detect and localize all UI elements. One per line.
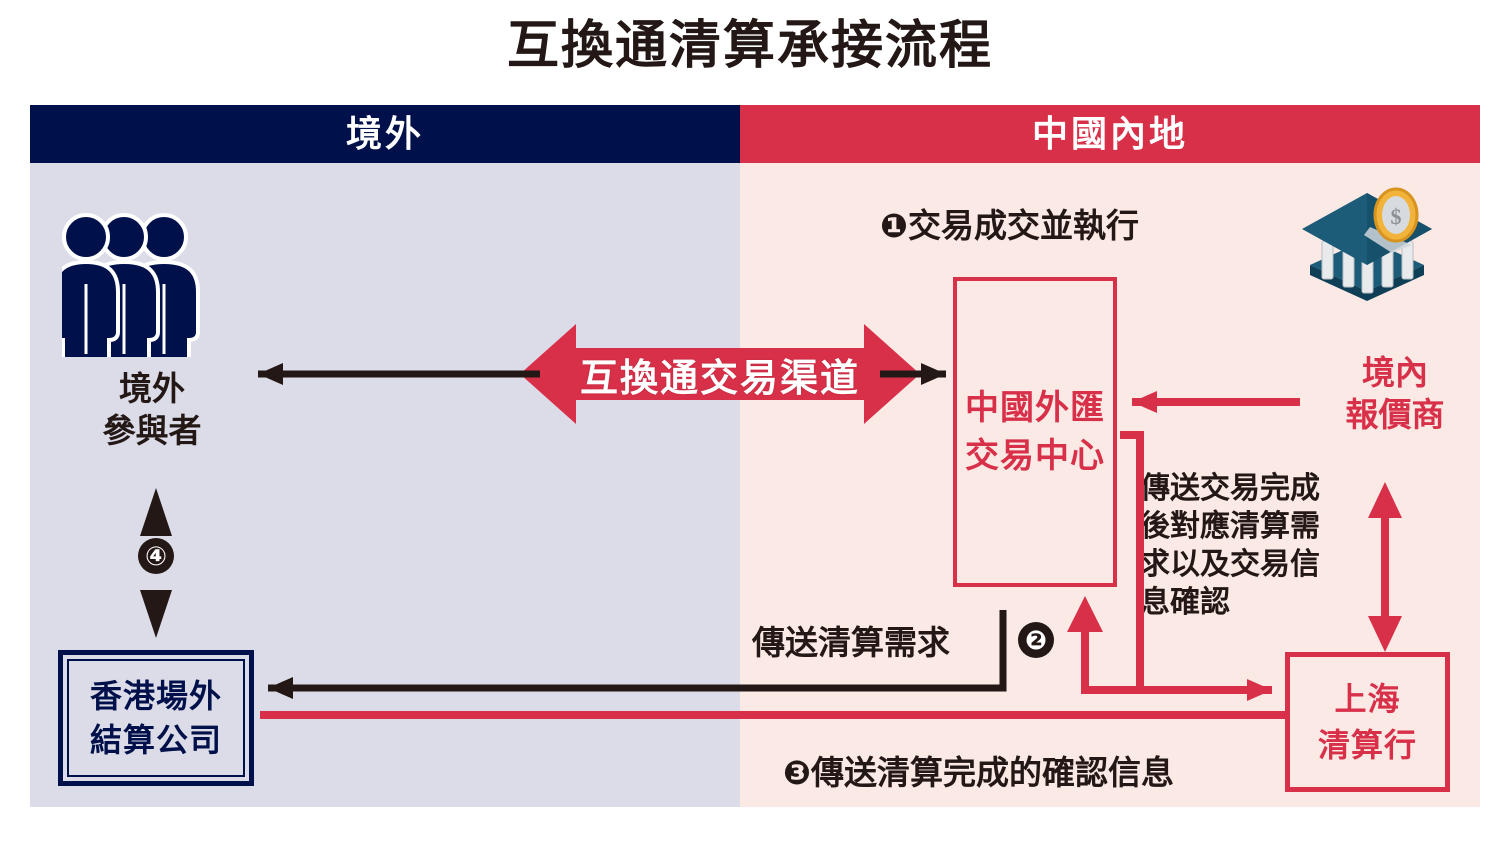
bank-icon: $: [1292, 183, 1442, 323]
offshore-participants-label-line1: 境外: [119, 370, 185, 407]
offshore-participants-label-line2: 參與者: [102, 412, 202, 449]
cfets-label: 中國外匯 交易中心: [965, 384, 1105, 480]
trade-confirm-line-2: 後對應清算需: [1140, 510, 1320, 543]
shanghai-clearing-label-line2: 清算行: [1317, 727, 1417, 763]
swap-connect-channel-label: 互換通交易渠道: [579, 357, 860, 400]
hk-clearing-box[interactable]: 香港場外 結算公司: [58, 650, 254, 786]
cfets-box[interactable]: 中國外匯 交易中心: [953, 277, 1117, 587]
step1-text: ❶交易成交並執行: [880, 205, 1210, 247]
hk-clearing-label-line1: 香港場外: [89, 678, 222, 714]
cfets-label-line1: 中國外匯: [965, 389, 1105, 427]
mainland-panel-header: 中國內地: [740, 105, 1480, 163]
onshore-dealer-label-line1: 境內: [1362, 354, 1428, 391]
step3-marker: ❸: [783, 754, 811, 791]
hk-clearing-label: 香港場外 結算公司: [90, 674, 222, 762]
step1-marker: ❶: [880, 207, 908, 244]
step2-badge: ❷: [1018, 622, 1054, 658]
trade-confirm-line-1: 傳送交易完成: [1140, 472, 1320, 505]
step2-label: 傳送清算需求: [752, 624, 950, 661]
trade-confirm-line-4: 息確認: [1140, 586, 1230, 619]
step1-label: 交易成交並執行: [907, 207, 1139, 244]
onshore-dealer-label: 境內 報價商: [1310, 352, 1480, 436]
three-people-icon: [62, 212, 242, 357]
page-title: 互換通清算承接流程: [506, 17, 993, 75]
cfets-label-line2: 交易中心: [965, 437, 1105, 475]
shanghai-clearing-label: 上海 清算行: [1318, 676, 1417, 768]
step3-label: 傳送清算完成的確認信息: [810, 754, 1174, 791]
svg-text:$: $: [1391, 204, 1402, 229]
swap-connect-channel-arrow: [520, 318, 920, 430]
step4-badge: ④: [138, 538, 174, 574]
step4-double-arrow: [138, 488, 174, 638]
onshore-dealer-label-line2: 報價商: [1345, 396, 1445, 433]
shanghai-clearing-box[interactable]: 上海 清算行: [1285, 652, 1450, 792]
trade-confirm-line-3: 求以及交易信: [1140, 548, 1320, 581]
step3-text: ❸傳送清算完成的確認信息: [783, 752, 1303, 794]
trade-confirm-annotation: 傳送交易完成 後對應清算需 求以及交易信 息確認: [1140, 470, 1340, 622]
offshore-panel-header: 境外: [30, 105, 740, 163]
shanghai-clearing-label-line1: 上海: [1334, 681, 1401, 717]
hk-clearing-label-line2: 結算公司: [89, 722, 222, 758]
offshore-participants-label: 境外 參與者: [52, 368, 252, 452]
